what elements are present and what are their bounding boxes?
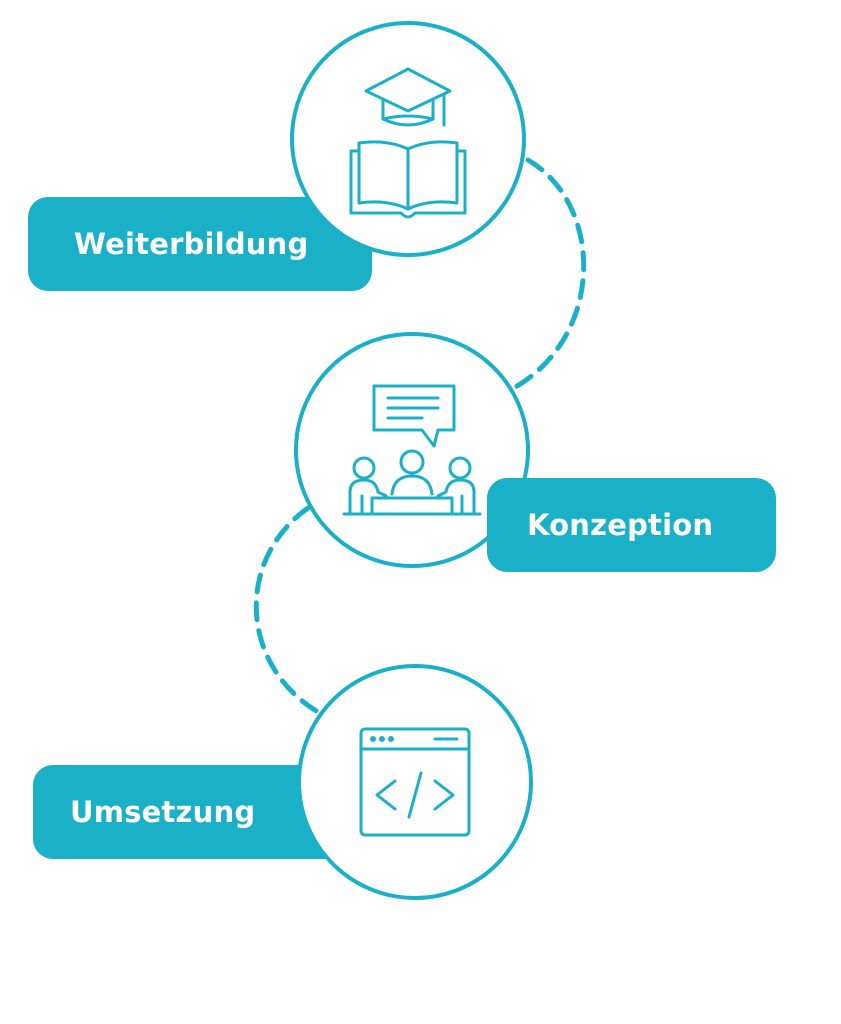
code-window-icon [359,727,471,837]
step-label-text: Umsetzung [70,795,256,829]
team-meeting-icon [342,384,482,516]
step-label-text: Weiterbildung [74,227,309,261]
step-label-text: Konzeption [527,508,714,542]
graduation-book-icon [349,67,467,219]
connector-step2-step3 [253,505,321,715]
step-label-konzeption: Konzeption [487,478,776,572]
connector-step1-step2 [507,157,587,393]
step-circle-weiterbildung [290,21,526,257]
step-label-weiterbildung: Weiterbildung [28,197,372,291]
step-circle-umsetzung [297,664,533,900]
